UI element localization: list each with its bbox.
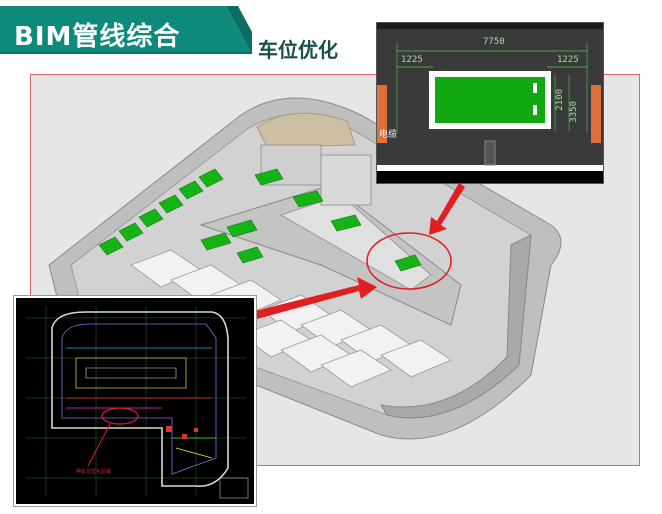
title-badge-shape bbox=[0, 6, 252, 54]
dimension-drawing bbox=[377, 23, 603, 183]
dim-total-width: 7750 bbox=[483, 37, 505, 47]
cad-plan-drawing bbox=[16, 298, 254, 504]
page-title: BIM管线综合 bbox=[14, 22, 181, 52]
dim-right-gap: 1225 bbox=[557, 55, 579, 65]
parking-spaces-green bbox=[98, 168, 422, 272]
mechanical-racks bbox=[130, 249, 452, 388]
title-badge: BIM管线综合 bbox=[0, 6, 252, 54]
dim-height-a: 2100 bbox=[555, 89, 565, 111]
highlight-ellipse bbox=[366, 232, 452, 290]
cad-highlight-note: 停车位优化区域 bbox=[76, 469, 112, 475]
cad-plan-inset[interactable]: 停车位优化区域 bbox=[14, 296, 256, 506]
dimension-inset[interactable]: 7750 1225 1225 2100 3350 电缆 bbox=[376, 22, 604, 184]
dim-height-b: 3350 bbox=[569, 101, 579, 123]
page-subtitle: 车位优化 bbox=[258, 38, 338, 62]
arrow-inset-to-ellipse bbox=[429, 183, 465, 235]
dim-left-gap: 1225 bbox=[401, 55, 423, 65]
arrow-cad-to-model bbox=[255, 277, 377, 319]
room-label: 电缆 bbox=[379, 130, 398, 140]
